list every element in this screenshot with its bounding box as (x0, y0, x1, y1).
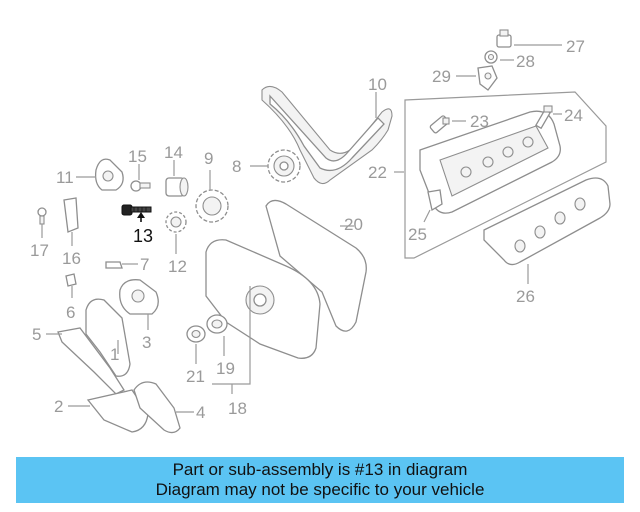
label-5[interactable]: 5 (32, 325, 41, 344)
part-26-gasket[interactable] (483, 177, 611, 266)
label-25[interactable]: 25 (408, 225, 427, 244)
label-18[interactable]: 18 (228, 399, 247, 418)
part-23-bolt[interactable] (429, 115, 450, 134)
part-13-bolt[interactable] (121, 204, 152, 216)
label-23[interactable]: 23 (470, 112, 489, 131)
label-9[interactable]: 9 (204, 149, 213, 168)
label-11[interactable]: 11 (56, 168, 74, 187)
label-6[interactable]: 6 (66, 303, 75, 322)
label-4[interactable]: 4 (196, 403, 205, 422)
leader-25 (423, 209, 431, 223)
part-28-washer[interactable] (484, 50, 498, 64)
label-14[interactable]: 14 (164, 143, 183, 162)
banner-line-1: Part or sub-assembly is #13 in diagram (172, 460, 468, 479)
label-12[interactable]: 12 (168, 257, 187, 276)
label-7[interactable]: 7 (140, 255, 149, 274)
part-14-spacer[interactable] (165, 177, 189, 197)
label-15[interactable]: 15 (128, 147, 147, 166)
label-2[interactable]: 2 (54, 397, 63, 416)
part-4-cover[interactable] (133, 381, 181, 434)
leader-18 (212, 286, 251, 385)
part-11-tensioner[interactable] (94, 158, 124, 191)
part-21-seal[interactable] (186, 325, 206, 343)
label-20[interactable]: 20 (344, 215, 363, 234)
part-15-fastener[interactable] (130, 180, 151, 192)
part-3-pump[interactable] (119, 279, 159, 315)
parts-diagram: 10 27 28 29 22 23 24 (30, 29, 611, 434)
part-12-idler[interactable] (165, 211, 187, 233)
label-29[interactable]: 29 (432, 67, 451, 86)
part-19-seal[interactable] (206, 314, 228, 334)
part-9-gear[interactable] (195, 189, 229, 223)
label-13[interactable]: 13 (133, 226, 153, 246)
info-banner: Part or sub-assembly is #13 in diagram D… (16, 457, 624, 503)
label-8[interactable]: 8 (232, 157, 241, 176)
label-10[interactable]: 10 (368, 75, 387, 94)
label-17[interactable]: 17 (30, 241, 49, 260)
front-case[interactable] (205, 239, 321, 359)
part-7-pin[interactable] (105, 261, 123, 269)
part-27-cap[interactable] (496, 29, 512, 48)
part-5-gasket[interactable] (57, 327, 125, 395)
part-24-stud[interactable] (535, 105, 553, 130)
part-10-timing-belt[interactable] (261, 85, 393, 185)
part-17-bolt[interactable] (37, 207, 47, 225)
label-3[interactable]: 3 (142, 333, 151, 352)
part-1-cover[interactable] (85, 298, 131, 377)
label-27[interactable]: 27 (566, 37, 585, 56)
label-24[interactable]: 24 (564, 106, 583, 125)
label-21[interactable]: 21 (186, 367, 205, 386)
label-16[interactable]: 16 (62, 249, 81, 268)
label-26[interactable]: 26 (516, 287, 535, 306)
label-22[interactable]: 22 (368, 163, 387, 182)
part-6-clip[interactable] (65, 273, 77, 287)
arrow-13-icon (137, 212, 145, 218)
part-25-bracket[interactable] (427, 189, 443, 212)
part-16-guide[interactable] (63, 197, 79, 233)
label-28[interactable]: 28 (516, 52, 535, 71)
part-22-valve-cover-group[interactable] (404, 91, 607, 259)
part-29-sensor[interactable] (477, 65, 498, 91)
part-20-upper-cover[interactable] (265, 199, 367, 332)
label-1[interactable]: 1 (110, 345, 119, 364)
part-8-sprocket[interactable] (267, 149, 301, 183)
label-19[interactable]: 19 (216, 359, 235, 378)
banner-line-2: Diagram may not be specific to your vehi… (155, 480, 485, 499)
